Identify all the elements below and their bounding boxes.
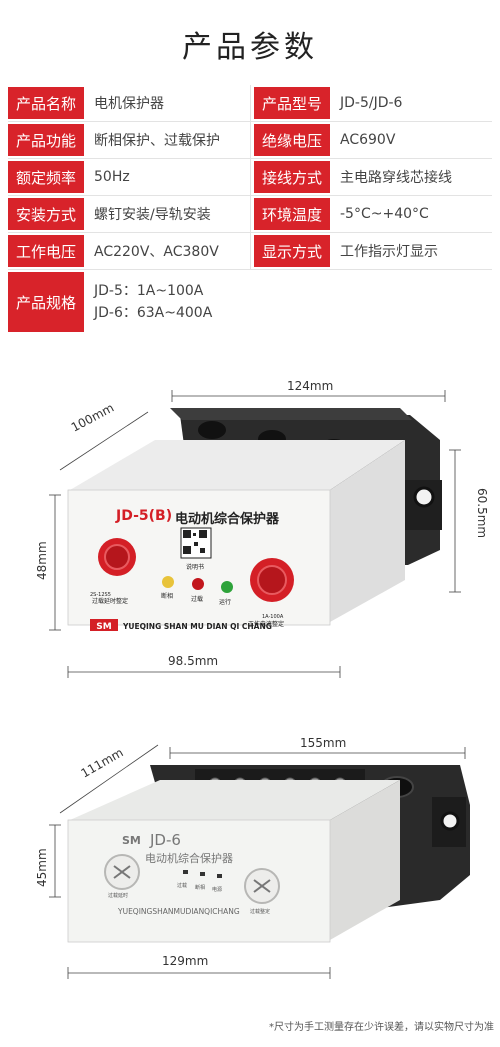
product-2-left-caption: 过载延时 bbox=[108, 892, 128, 899]
product-2-led-2: 断相 bbox=[195, 884, 205, 891]
product-2-name: 电动机综合保护器 bbox=[145, 851, 233, 865]
product-1-figure: SM JD-5(B) 电动机综合保护器 说明书 2S-12S5 过载延时整定 1… bbox=[0, 360, 500, 690]
spec-label: 产品型号 bbox=[254, 87, 330, 119]
spec-value: JD-5：1A~100A JD-6：63A~400A bbox=[94, 280, 212, 324]
spec-value: 工作指示灯显示 bbox=[340, 244, 438, 260]
spec-line-1: JD-5：1A~100A bbox=[94, 283, 204, 299]
product-1-left-caption: 过载延时整定 bbox=[92, 597, 128, 605]
product-2-illustration: SM JD-6 电动机综合保护器 过载 断相 电源 过载延时 过载整定 YUEQ… bbox=[35, 736, 470, 979]
spec-label: 显示方式 bbox=[254, 235, 330, 267]
p1-dim-width-bottom: 98.5mm bbox=[168, 654, 218, 668]
spec-label: 安装方式 bbox=[8, 198, 84, 230]
spec-row: 额定频率 50Hz 接线方式主电路穿线芯接线 bbox=[8, 159, 492, 196]
spec-value: JD-5/JD-6 bbox=[340, 95, 403, 111]
p2-dim-height-left: 45mm bbox=[35, 848, 49, 887]
spec-label: 额定频率 bbox=[8, 161, 84, 193]
product-1-name: 电动机综合保护器 bbox=[175, 511, 280, 527]
spec-label: 绝缘电压 bbox=[254, 124, 330, 156]
p1-dim-depth: 100mm bbox=[69, 401, 116, 435]
spec-row: 产品功能断相保护、过载保护 绝缘电压 AC690V bbox=[8, 122, 492, 159]
product-1-led-2: 过载 bbox=[191, 595, 203, 603]
spec-value: 电机保护器 bbox=[94, 96, 164, 112]
footnote: *尺寸为手工测量存在少许误差，请以实物尺寸为准 bbox=[269, 1022, 494, 1033]
product-1-model: JD-5(B) bbox=[115, 508, 172, 524]
product-2-brand: SM bbox=[122, 834, 141, 847]
spec-value: 断相保护、过载保护 bbox=[94, 133, 220, 149]
product-2-model: JD-6 bbox=[149, 831, 181, 849]
spec-value: 50Hz bbox=[94, 169, 130, 185]
product-1-right-range: 1A-100A bbox=[262, 614, 284, 620]
product-2-led-1: 过载 bbox=[177, 882, 187, 889]
spec-value: -5°C~+40°C bbox=[340, 206, 429, 222]
product-1-left-range: 2S-12S5 bbox=[90, 592, 111, 598]
product-1-illustration: SM JD-5(B) 电动机综合保护器 说明书 2S-12S5 过载延时整定 1… bbox=[35, 379, 489, 678]
p1-dim-height-left: 48mm bbox=[35, 541, 49, 580]
spec-label: 产品规格 bbox=[8, 272, 84, 332]
p2-dim-width-bottom: 129mm bbox=[162, 954, 208, 968]
p2-dim-depth: 111mm bbox=[79, 745, 126, 780]
spec-table: 产品名称电机保护器 产品型号 JD-5/JD-6 产品功能断相保护、过载保护 绝缘电压 A… bbox=[8, 85, 492, 335]
spec-label: 产品功能 bbox=[8, 124, 84, 156]
p1-dim-width-top: 124mm bbox=[287, 379, 333, 393]
spec-line-2: JD-6：63A~400A bbox=[94, 305, 213, 321]
product-1-right-caption: 工作电流整定 bbox=[248, 620, 284, 628]
product-2-figure: SM JD-6 电动机综合保护器 过载 断相 电源 过载延时 过载整定 YUEQ… bbox=[0, 725, 500, 1015]
spec-row: 产品名称电机保护器 产品型号 JD-5/JD-6 bbox=[8, 85, 492, 122]
spec-label: 产品名称 bbox=[8, 87, 84, 119]
product-2-maker: YUEQINGSHANMUDIANQICHANG bbox=[117, 907, 240, 916]
spec-row: 工作电压 AC220V、AC380V 显示方式工作指示灯显示 bbox=[8, 233, 492, 270]
product-2-right-caption: 过载整定 bbox=[250, 908, 270, 915]
p1-dim-height-right: 60.5mm bbox=[475, 488, 489, 538]
spec-label: 接线方式 bbox=[254, 161, 330, 193]
product-1-brand: SM bbox=[96, 622, 111, 632]
product-1-led-3: 运行 bbox=[219, 598, 231, 606]
spec-value: 螺钉安装/导轨安装 bbox=[94, 207, 211, 223]
p2-dim-width-top: 155mm bbox=[300, 736, 346, 750]
spec-row: 安装方式螺钉安装/导轨安装 环境温度 -5°C~+40°C bbox=[8, 196, 492, 233]
spec-value: 主电路穿线芯接线 bbox=[340, 170, 452, 186]
product-1-qr-caption: 说明书 bbox=[186, 563, 204, 571]
product-1-maker: YUEQING SHAN MU DIAN QI CHANG bbox=[122, 622, 272, 631]
spec-label: 环境温度 bbox=[254, 198, 330, 230]
page-title: 产品参数 bbox=[182, 30, 318, 65]
spec-value: AC690V bbox=[340, 132, 396, 148]
spec-label: 工作电压 bbox=[8, 235, 84, 267]
spec-value: AC220V、AC380V bbox=[94, 244, 219, 260]
spec-row-spec: 产品规格 JD-5：1A~100A JD-6：63A~400A bbox=[8, 270, 492, 334]
product-2-led-3: 电源 bbox=[212, 886, 222, 893]
product-1-led-1: 断相 bbox=[161, 592, 173, 600]
